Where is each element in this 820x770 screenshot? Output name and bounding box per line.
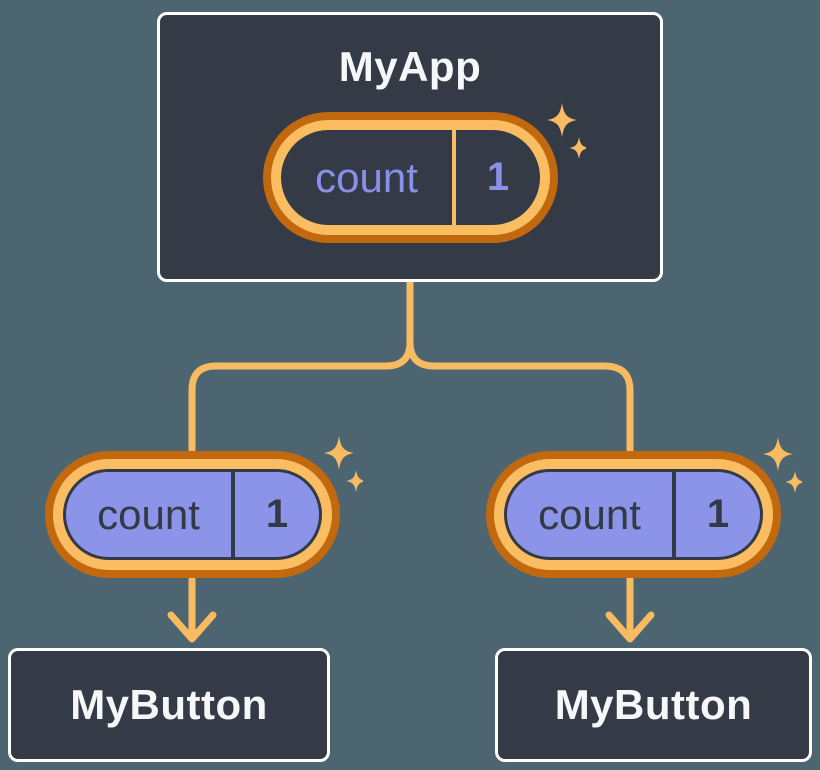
- sparkle-icon: [763, 437, 802, 493]
- prop-pill-left: count 1: [45, 451, 340, 578]
- sparkle-small-icon: [346, 470, 363, 492]
- state-pill-ring: count 1: [271, 120, 550, 235]
- component-title-mybutton-left: MyButton: [70, 681, 268, 728]
- prop-name: count: [97, 490, 200, 538]
- state-pill-myapp: count 1: [263, 112, 558, 243]
- sparkle-icon: [324, 436, 363, 492]
- prop-name: count: [538, 490, 641, 538]
- prop-pill-right: count 1: [486, 451, 781, 578]
- prop-pill-body: count 1: [63, 469, 322, 560]
- prop-value: 1: [706, 492, 730, 536]
- component-title-myapp: MyApp: [338, 43, 482, 90]
- sparkle-small-icon: [785, 471, 802, 493]
- sparkle-big-icon: [763, 437, 793, 471]
- arrowhead-left-icon: [167, 611, 217, 643]
- pill-divider: [452, 130, 456, 225]
- component-node-mybutton-right: MyButton: [495, 648, 812, 762]
- state-value: 1: [486, 155, 510, 199]
- state-pill-body: count 1: [281, 130, 540, 225]
- prop-value: 1: [265, 492, 289, 536]
- arrowhead-right-icon: [605, 611, 655, 643]
- sparkle-big-icon: [547, 103, 577, 137]
- component-node-mybutton-left: MyButton: [8, 648, 330, 762]
- pill-divider: [231, 472, 235, 557]
- sparkle-big-icon: [324, 436, 354, 470]
- component-title-mybutton-right: MyButton: [554, 681, 753, 728]
- state-name: count: [315, 153, 418, 201]
- prop-pill-ring: count 1: [53, 459, 332, 570]
- prop-pill-body: count 1: [504, 469, 763, 560]
- sparkle-small-icon: [569, 137, 586, 159]
- sparkle-icon: [547, 103, 586, 159]
- pill-divider: [672, 472, 676, 557]
- prop-pill-ring: count 1: [494, 459, 773, 570]
- connector-branch-right: [406, 276, 634, 640]
